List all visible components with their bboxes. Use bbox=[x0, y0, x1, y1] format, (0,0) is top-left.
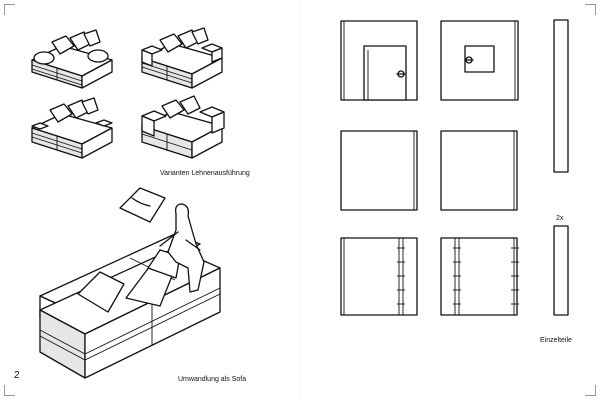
crop-mark-bottom-right bbox=[585, 385, 596, 396]
narrow-board-2 bbox=[553, 225, 569, 316]
crop-mark-top-right bbox=[585, 4, 596, 15]
quantity-label: 2x bbox=[556, 215, 564, 222]
caption-sofa-conversion: Umwandlung als Sofa bbox=[178, 376, 247, 383]
sofa-conversion-illustration bbox=[39, 187, 221, 379]
armrest-variant-3 bbox=[31, 97, 113, 159]
panel-with-hatch bbox=[440, 20, 519, 101]
caption-single-parts: Einzelteile bbox=[540, 337, 572, 344]
plain-panel-1 bbox=[340, 130, 418, 211]
armrest-variant-2 bbox=[141, 27, 223, 89]
page-number: 2 bbox=[14, 370, 20, 381]
armrest-variant-4 bbox=[141, 95, 225, 159]
armrest-variant-1 bbox=[31, 29, 113, 89]
caption-armrest-variants: Varianten Lehnenausführung bbox=[160, 170, 250, 177]
narrow-board-1 bbox=[553, 19, 569, 173]
panel-with-door bbox=[340, 20, 418, 101]
crop-mark-bottom-left bbox=[4, 385, 15, 396]
hinged-panel-1 bbox=[340, 237, 418, 316]
plain-panel-2 bbox=[440, 130, 518, 211]
hinged-panel-2 bbox=[440, 237, 519, 316]
crop-mark-top-left bbox=[4, 4, 15, 15]
